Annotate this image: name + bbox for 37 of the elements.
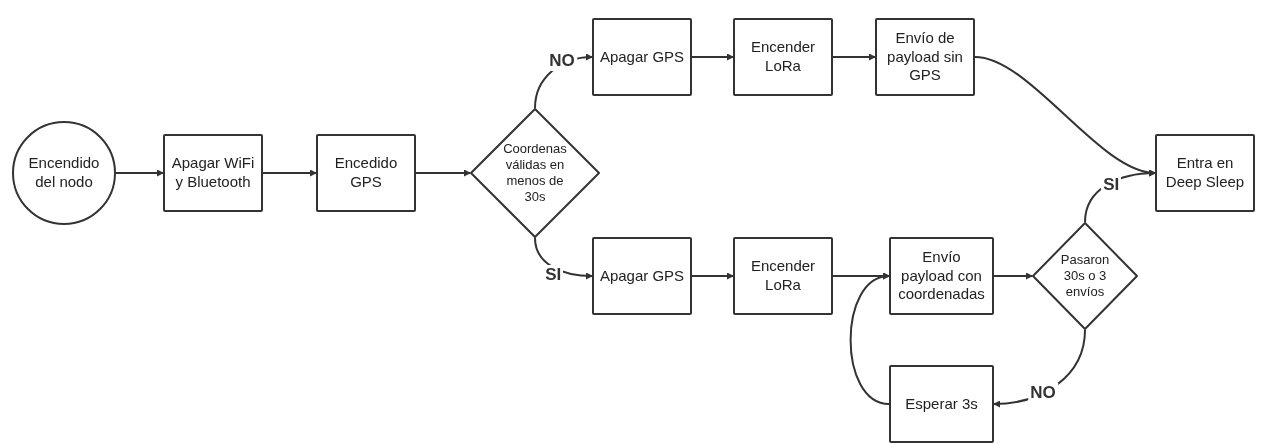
process-box (733, 18, 833, 96)
node-label: Envío payload con coordenadas (897, 247, 986, 305)
arrow (115, 167, 164, 179)
process-box (1155, 134, 1255, 212)
node-label: Apagar GPS (599, 47, 685, 67)
node-label: Encender LoRa (749, 38, 817, 76)
node-label: Encedido GPS (333, 154, 399, 192)
process-box (592, 237, 692, 315)
process-box (592, 18, 692, 96)
process-box (875, 18, 975, 96)
decision-diamond (470, 108, 600, 238)
node-label: Envío de payload sin GPS (886, 28, 964, 86)
arrow (691, 51, 734, 63)
node-label: Coordenas válidas en menos de 30s (502, 140, 568, 206)
arrow (691, 270, 734, 282)
process-box (163, 134, 263, 212)
arrow (832, 51, 876, 63)
arrow (262, 167, 317, 179)
node-label: Pasaron 30s o 3 envíos (1059, 251, 1111, 301)
arrow (1084, 167, 1156, 223)
arrow (534, 237, 593, 282)
node-label: Encender LoRa (749, 257, 817, 295)
process-box (889, 237, 994, 315)
node-label: Apagar GPS (599, 266, 685, 286)
node-label: Encendido del nodo (27, 154, 101, 192)
arrow (849, 272, 890, 405)
process-box (316, 134, 416, 212)
node-label: Apagar WiFi y Bluetooth (170, 154, 256, 192)
arrow (993, 270, 1033, 282)
node-label: Esperar 3s (905, 394, 978, 414)
edge-label: NO (1028, 382, 1058, 403)
process-box (733, 237, 833, 315)
process-box (889, 365, 994, 443)
arrow (415, 167, 471, 179)
decision-diamond (1032, 222, 1138, 330)
edge-label: NO (547, 51, 577, 71)
node-label: Entra en Deep Sleep (1164, 154, 1246, 192)
